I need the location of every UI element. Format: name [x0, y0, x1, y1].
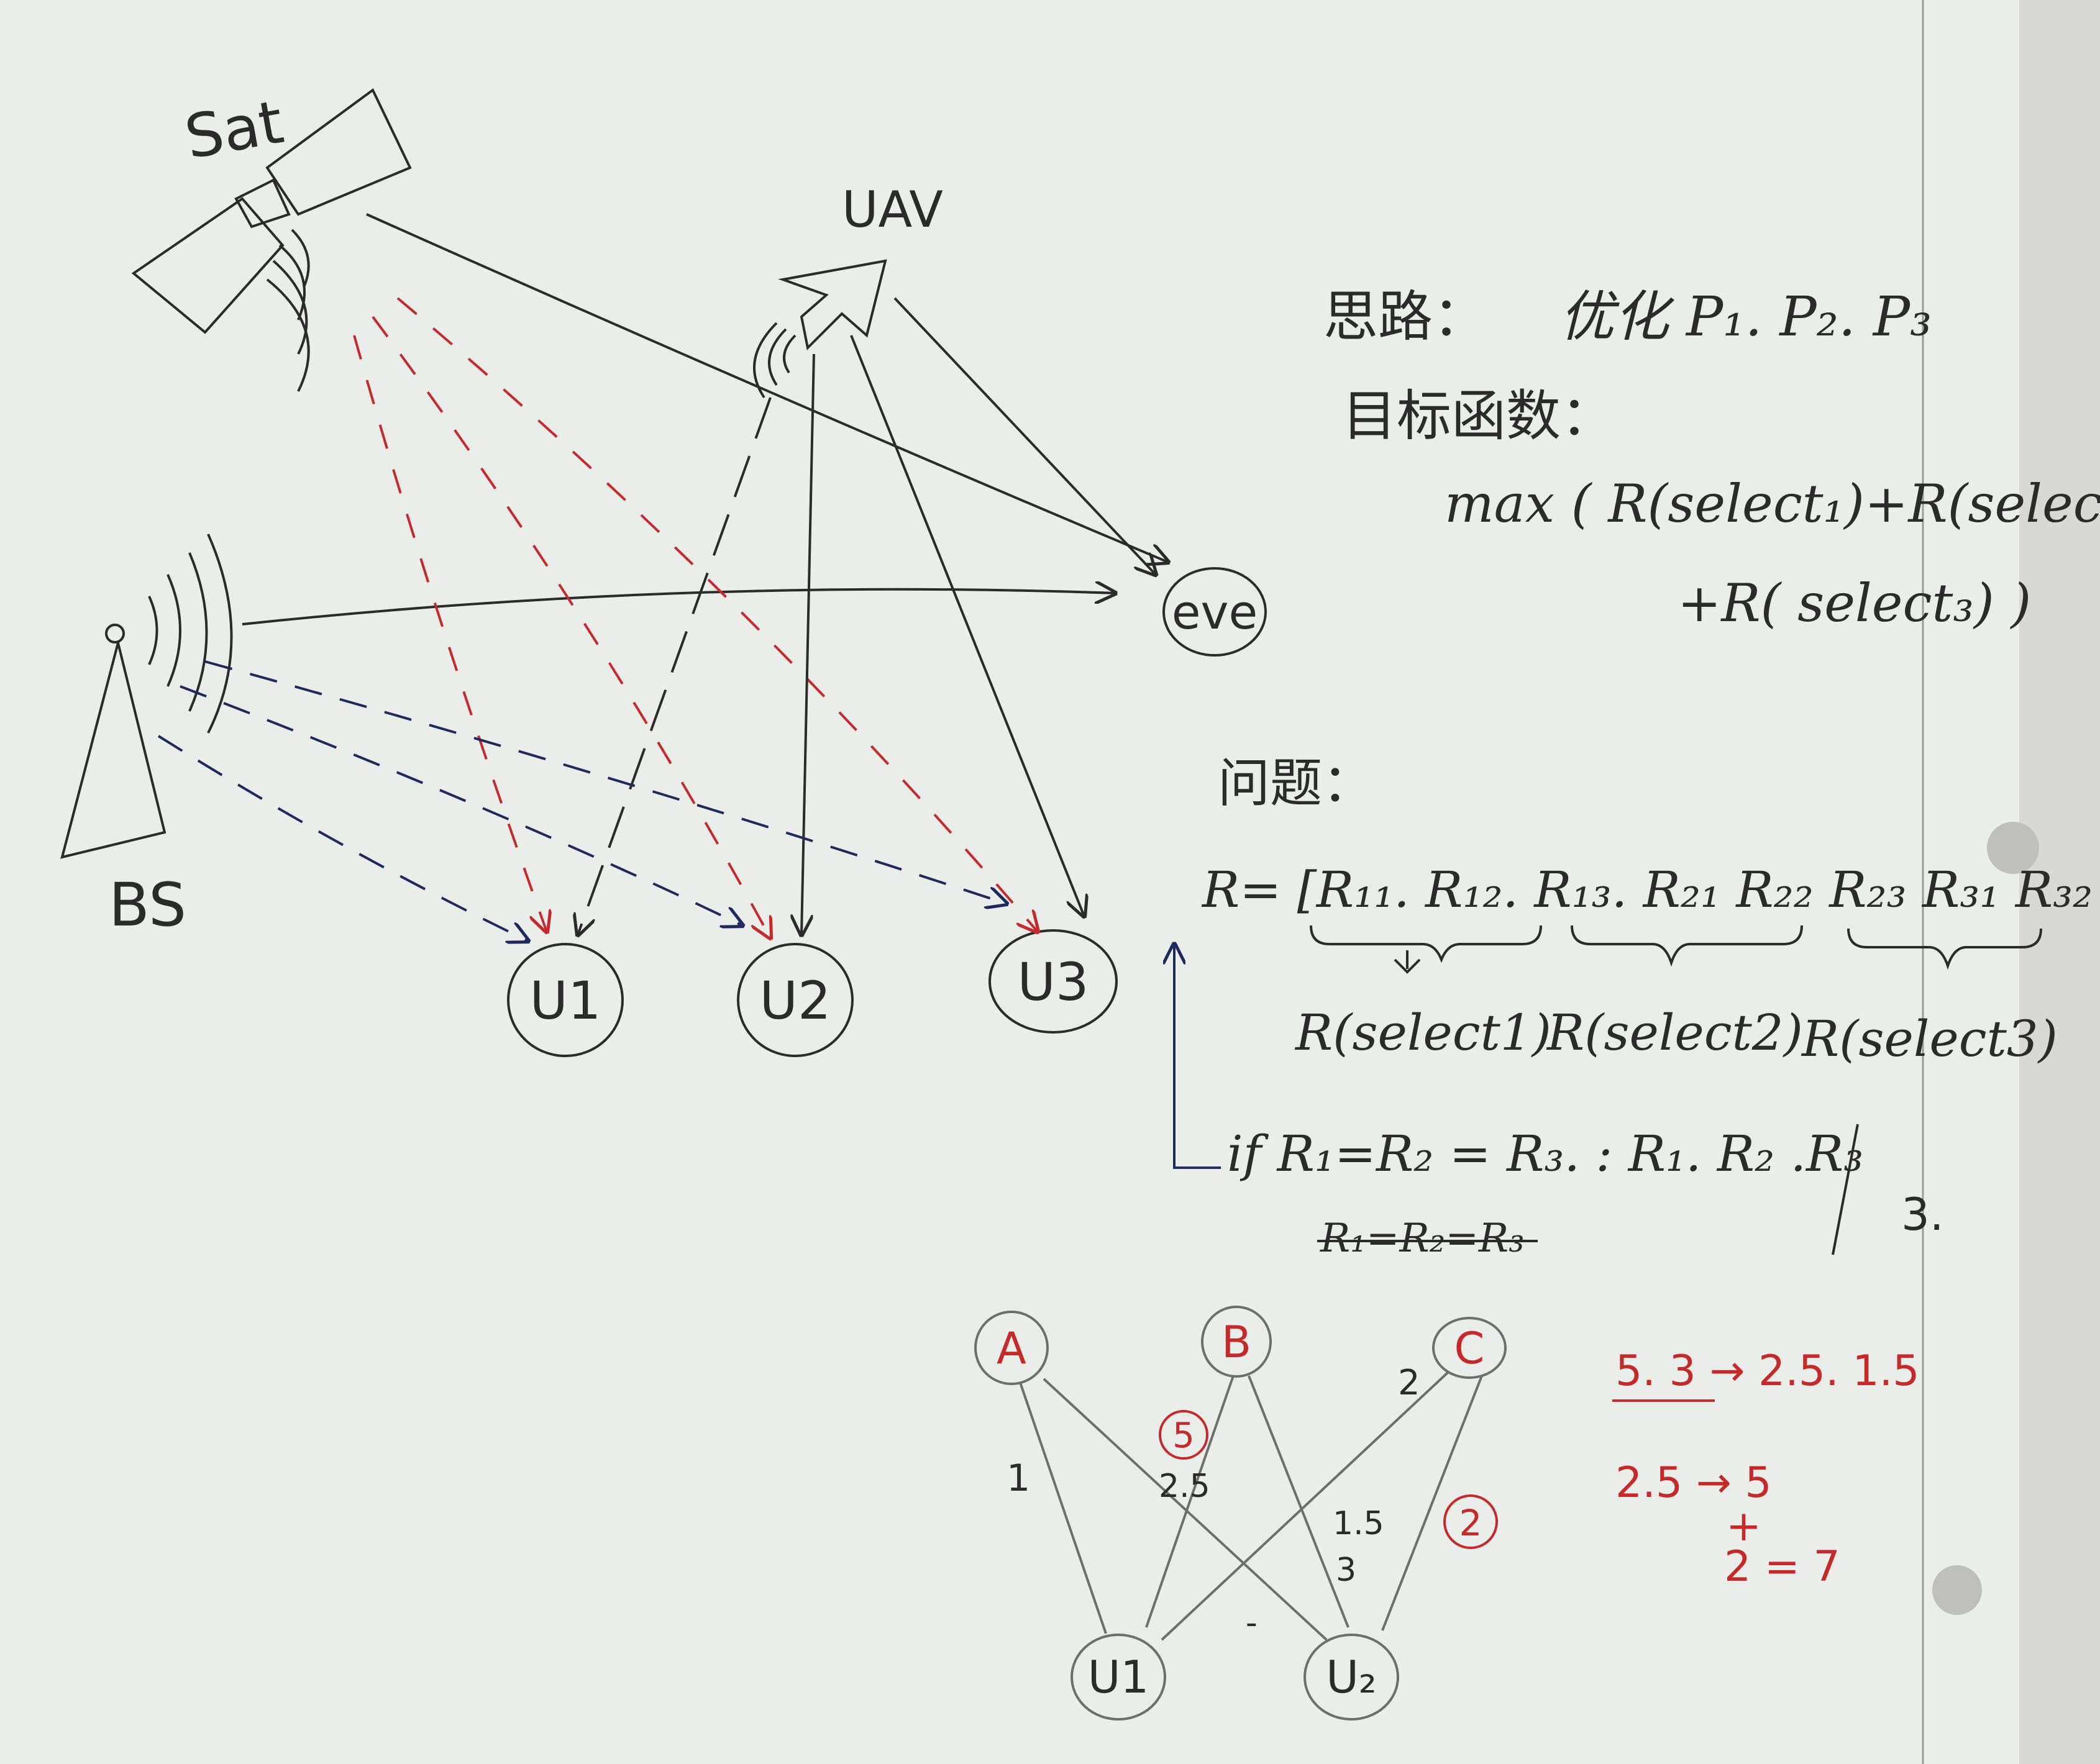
- calc-line-3: 2 = 7: [1724, 1542, 1840, 1591]
- sat-to-users-links: [353, 297, 1038, 938]
- paper-right-edge: [2019, 0, 2100, 1764]
- satellite-icon: [131, 88, 412, 392]
- base-station-icon: [60, 534, 233, 859]
- brace-group-3: [1847, 928, 2042, 970]
- calc-line-2: 2.5 → 5: [1615, 1458, 1772, 1507]
- bs-to-users-links: [157, 660, 1007, 941]
- edge-a-u2: [1043, 1378, 1328, 1641]
- bs-to-u3-link: [204, 660, 1007, 904]
- brace-1-arrow: [1394, 950, 1421, 974]
- edge-c-u1: [1161, 1371, 1449, 1641]
- bs-to-u1-link: [157, 735, 528, 941]
- struck-equation: R₁=R₂=R₃: [1320, 1216, 1525, 1262]
- uav-to-eve-link: [893, 297, 1156, 575]
- u3-label: U3: [1018, 952, 1089, 1012]
- notes-block: 思路： 优化 P₁. P₂. P₃ 目标函数： max ( R(select₁)…: [1174, 284, 2100, 1262]
- edge-label-a-u2: -: [1246, 1604, 1258, 1642]
- edge-label-b-u1: 2.5: [1159, 1468, 1210, 1505]
- node-u1: [1071, 1634, 1166, 1721]
- edge-label-b-u1-circle: [1159, 1410, 1208, 1460]
- brace-group-1: [1310, 925, 1542, 963]
- division-slash: [1832, 1124, 1859, 1255]
- bs-to-eve-link: [242, 589, 1115, 625]
- node-b-label: B: [1221, 1317, 1251, 1368]
- select2-label: R(select2): [1546, 1004, 1803, 1062]
- r-vector: R= [R₁₁. R₁₂. R₁₃. R₂₁ R₂₂ R₂₃ R₃₁ R₃₂ R…: [1201, 861, 2100, 919]
- problem-heading: 问题：: [1218, 753, 1374, 814]
- eve-node: [1162, 567, 1267, 657]
- eve-label: eve: [1172, 584, 1258, 640]
- sat-to-u1-link: [353, 335, 547, 932]
- max-line-2: +R( select₃) ): [1678, 573, 2031, 634]
- select3-label: R(select3): [1801, 1010, 2058, 1068]
- edge-b-u2: [1248, 1375, 1349, 1628]
- calc-plus: +: [1726, 1502, 1761, 1551]
- uav-to-u1-link: [578, 397, 772, 935]
- edge-a-u1: [1018, 1378, 1107, 1634]
- sat-to-u2-link: [372, 316, 770, 938]
- sat-label: Sat: [180, 87, 288, 173]
- node-c: [1432, 1317, 1507, 1379]
- node-b: [1201, 1306, 1272, 1378]
- divide-by-three: 3.: [1901, 1188, 1944, 1240]
- edge-label-a-u1: 1: [1007, 1457, 1030, 1500]
- brace-group-2: [1571, 925, 1803, 967]
- u2-label: U2: [760, 970, 831, 1031]
- feedback-arrow: [1174, 944, 1221, 1169]
- u3-node: [988, 929, 1118, 1034]
- idea-heading: 思路：: [1323, 284, 1487, 348]
- user-nodes: [507, 929, 1118, 1057]
- calc-line-1: 5. 3 → 2.5. 1.5: [1615, 1347, 1919, 1396]
- edge-label-b-u2: 1.5: [1333, 1505, 1384, 1542]
- sat-to-eve-link: [366, 213, 1168, 562]
- edge-c-u2: [1381, 1375, 1483, 1631]
- uav-icon: [753, 259, 887, 399]
- node-u1-label: U1: [1088, 1651, 1149, 1703]
- graph-edges: [1018, 1371, 1483, 1641]
- edge-label-c-u2-circled: 2: [1459, 1502, 1482, 1544]
- edge-label-c-u1: 2: [1398, 1363, 1420, 1403]
- u1-node: [507, 943, 624, 1057]
- node-u2: [1303, 1634, 1399, 1721]
- paper-sheet: [0, 0, 2019, 1764]
- if-condition: if R₁=R₂ = R₃. : R₁. R₂ .R₃: [1227, 1125, 1863, 1183]
- edge-label-b-u2-b: 3: [1336, 1552, 1356, 1589]
- binder-hole-top: [1987, 822, 2039, 874]
- u1-label: U1: [530, 970, 601, 1031]
- bs-label: BS: [109, 870, 186, 940]
- optimize-text: 优化 P₁. P₂. P₃: [1559, 284, 1932, 348]
- sat-to-u3-link: [396, 297, 1038, 932]
- bs-to-u2-link: [180, 685, 742, 925]
- node-u2-label: U₂: [1326, 1651, 1377, 1703]
- max-line-1: max ( R(select₁)+R(select₂): [1445, 473, 2100, 534]
- edge-b-u1: [1145, 1375, 1235, 1628]
- node-a: [974, 1311, 1049, 1385]
- binder-hole-bottom: [1932, 1565, 1982, 1615]
- objective-heading: 目标函数：: [1342, 384, 1615, 448]
- uav-to-u3-link: [850, 335, 1084, 916]
- node-a-label: A: [997, 1323, 1026, 1374]
- u2-node: [737, 943, 854, 1057]
- uav-label: UAV: [842, 181, 943, 239]
- edge-label-c-u2-circle: [1443, 1494, 1498, 1549]
- select1-label: R(select1): [1294, 1004, 1551, 1062]
- calc-notes: 5. 3 → 2.5. 1.5 2.5 → 5 + 2 = 7: [1612, 1347, 1919, 1591]
- edge-label-b-u1-circled: 5: [1172, 1416, 1195, 1456]
- bipartite-graph: A B C U1 U₂ 1 5 2.5 2 1.5 3 2 -: [974, 1306, 1507, 1721]
- node-c-label: C: [1454, 1323, 1485, 1374]
